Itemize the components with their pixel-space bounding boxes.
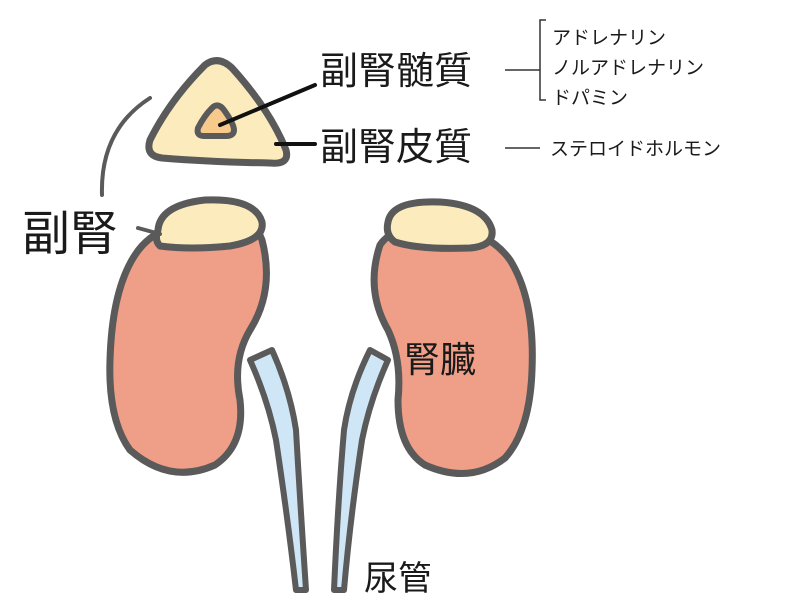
adrenal-pointer-line (136, 226, 162, 236)
ureter-label: 尿管 (364, 559, 432, 599)
left-kidney (106, 215, 270, 476)
medulla-pointer-line (218, 83, 317, 127)
right-ureter (331, 347, 391, 593)
left-ureter (247, 347, 309, 593)
right-adrenal-gland (383, 198, 496, 252)
hormone-dopamine: ドパミン (552, 87, 628, 109)
hormone-noradrenaline: ノルアドレナリン (552, 57, 704, 79)
hormone-steroid: ステロイドホルモン (550, 138, 721, 160)
kidney-label: 腎臓 (404, 340, 476, 381)
right-kidney (370, 223, 536, 477)
medulla-label: 副腎髄質 (320, 49, 472, 93)
left-adrenal-gland (152, 196, 266, 252)
medulla-core (194, 102, 237, 139)
adrenal-connector-curve (99, 96, 152, 197)
cortex-label: 副腎皮質 (320, 125, 472, 169)
hormone-bracket (505, 19, 546, 101)
hormone-adrenaline: アドレナリン (552, 27, 666, 49)
adrenal-label: 副腎 (22, 206, 118, 262)
